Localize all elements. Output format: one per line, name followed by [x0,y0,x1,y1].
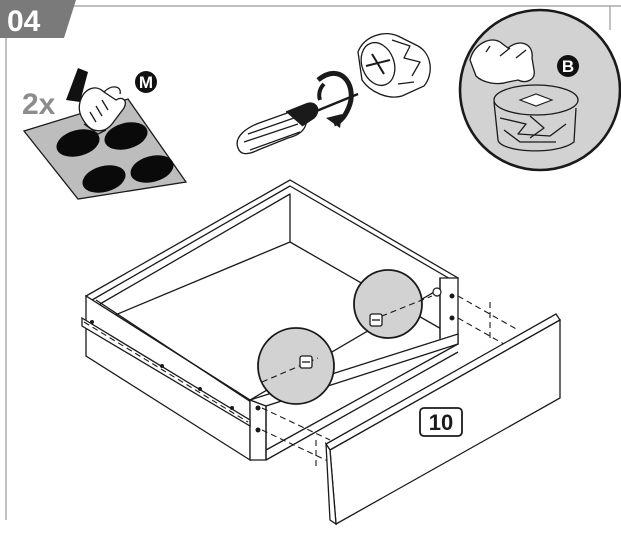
part-b-badge: B [557,55,579,77]
step-frame [0,5,621,520]
rotate-clockwise-icon [316,70,354,128]
part-number-box [419,407,463,437]
cam-zoom-lower [257,327,335,405]
drawer-slide [81,316,251,428]
cam-zoom-upper [353,269,433,339]
felt-pad-sheet-icon [22,98,188,200]
cam-detail-circle [458,8,621,172]
hand-icon [66,68,126,135]
step-number-badge: 04 [0,0,76,38]
part-number-label: 10 [429,410,453,435]
step-number: 04 [7,5,41,38]
alignment-guides [261,295,519,468]
cam-lock-exploded-icon [357,33,431,98]
front-panel-part: 10 [325,313,561,526]
cam-badge-label: B [562,57,574,76]
part-m-badge: M [135,71,157,93]
pad-badge-label: M [139,73,153,92]
pad-quantity: 2x [22,88,56,121]
